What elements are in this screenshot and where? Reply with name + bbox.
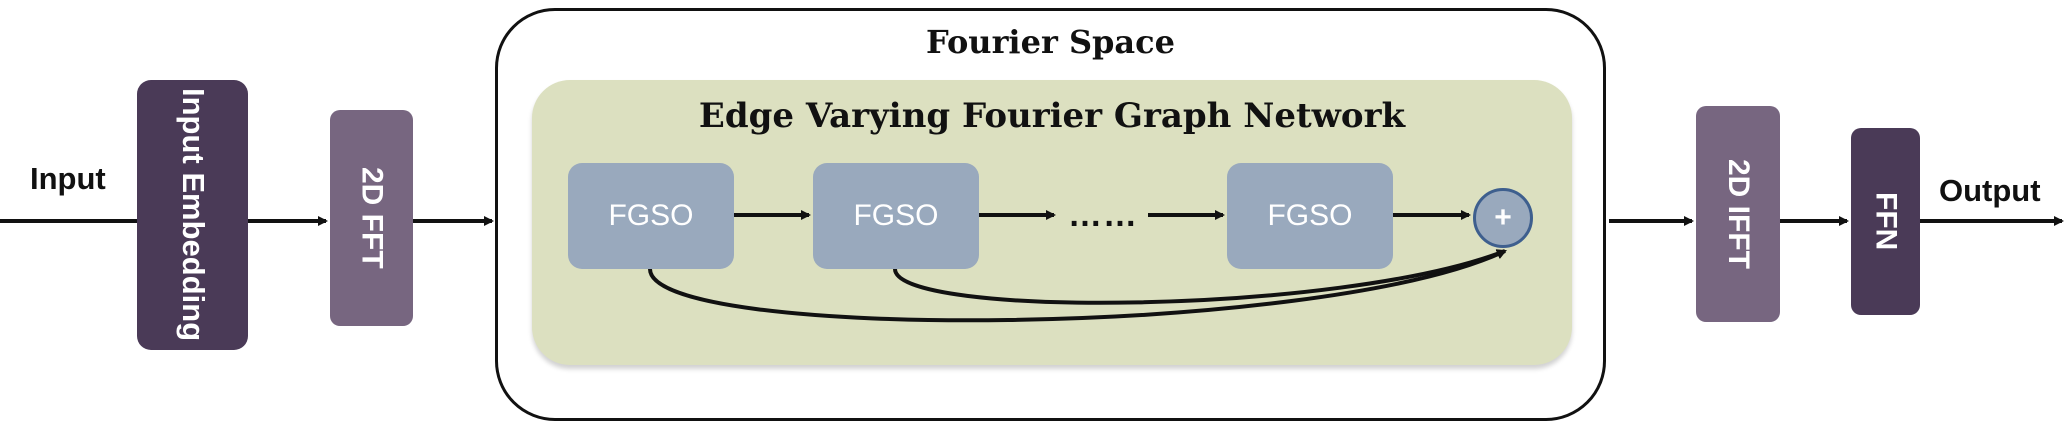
fourier-space-title: Fourier Space	[925, 23, 1175, 61]
ffn-label: FFN	[1869, 192, 1903, 251]
input-embedding-block: Input Embedding	[137, 80, 248, 350]
fgso-block-3: FGSO	[1227, 163, 1393, 269]
ellipsis: ……	[1068, 196, 1138, 234]
ffn-block: FFN	[1851, 128, 1920, 315]
ifft-block: 2D IFFT	[1696, 106, 1780, 322]
fft-block: 2D FFT	[330, 110, 413, 326]
fft-label: 2D FFT	[355, 167, 389, 269]
input-embedding-label: Input Embedding	[175, 88, 211, 342]
skip-connection-from-fgso2	[893, 249, 1507, 305]
output-label: Output	[1939, 173, 2041, 208]
fgso-block-1: FGSO	[568, 163, 734, 269]
skip-connection-from-fgso1	[648, 249, 1507, 323]
input-label: Input	[30, 161, 106, 196]
sum-node: +	[1473, 188, 1533, 248]
ifft-label: 2D IFFT	[1721, 159, 1755, 269]
fgso-block-2: FGSO	[813, 163, 979, 269]
edge-varying-network-title: Edge Varying Fourier Graph Network	[698, 96, 1406, 136]
